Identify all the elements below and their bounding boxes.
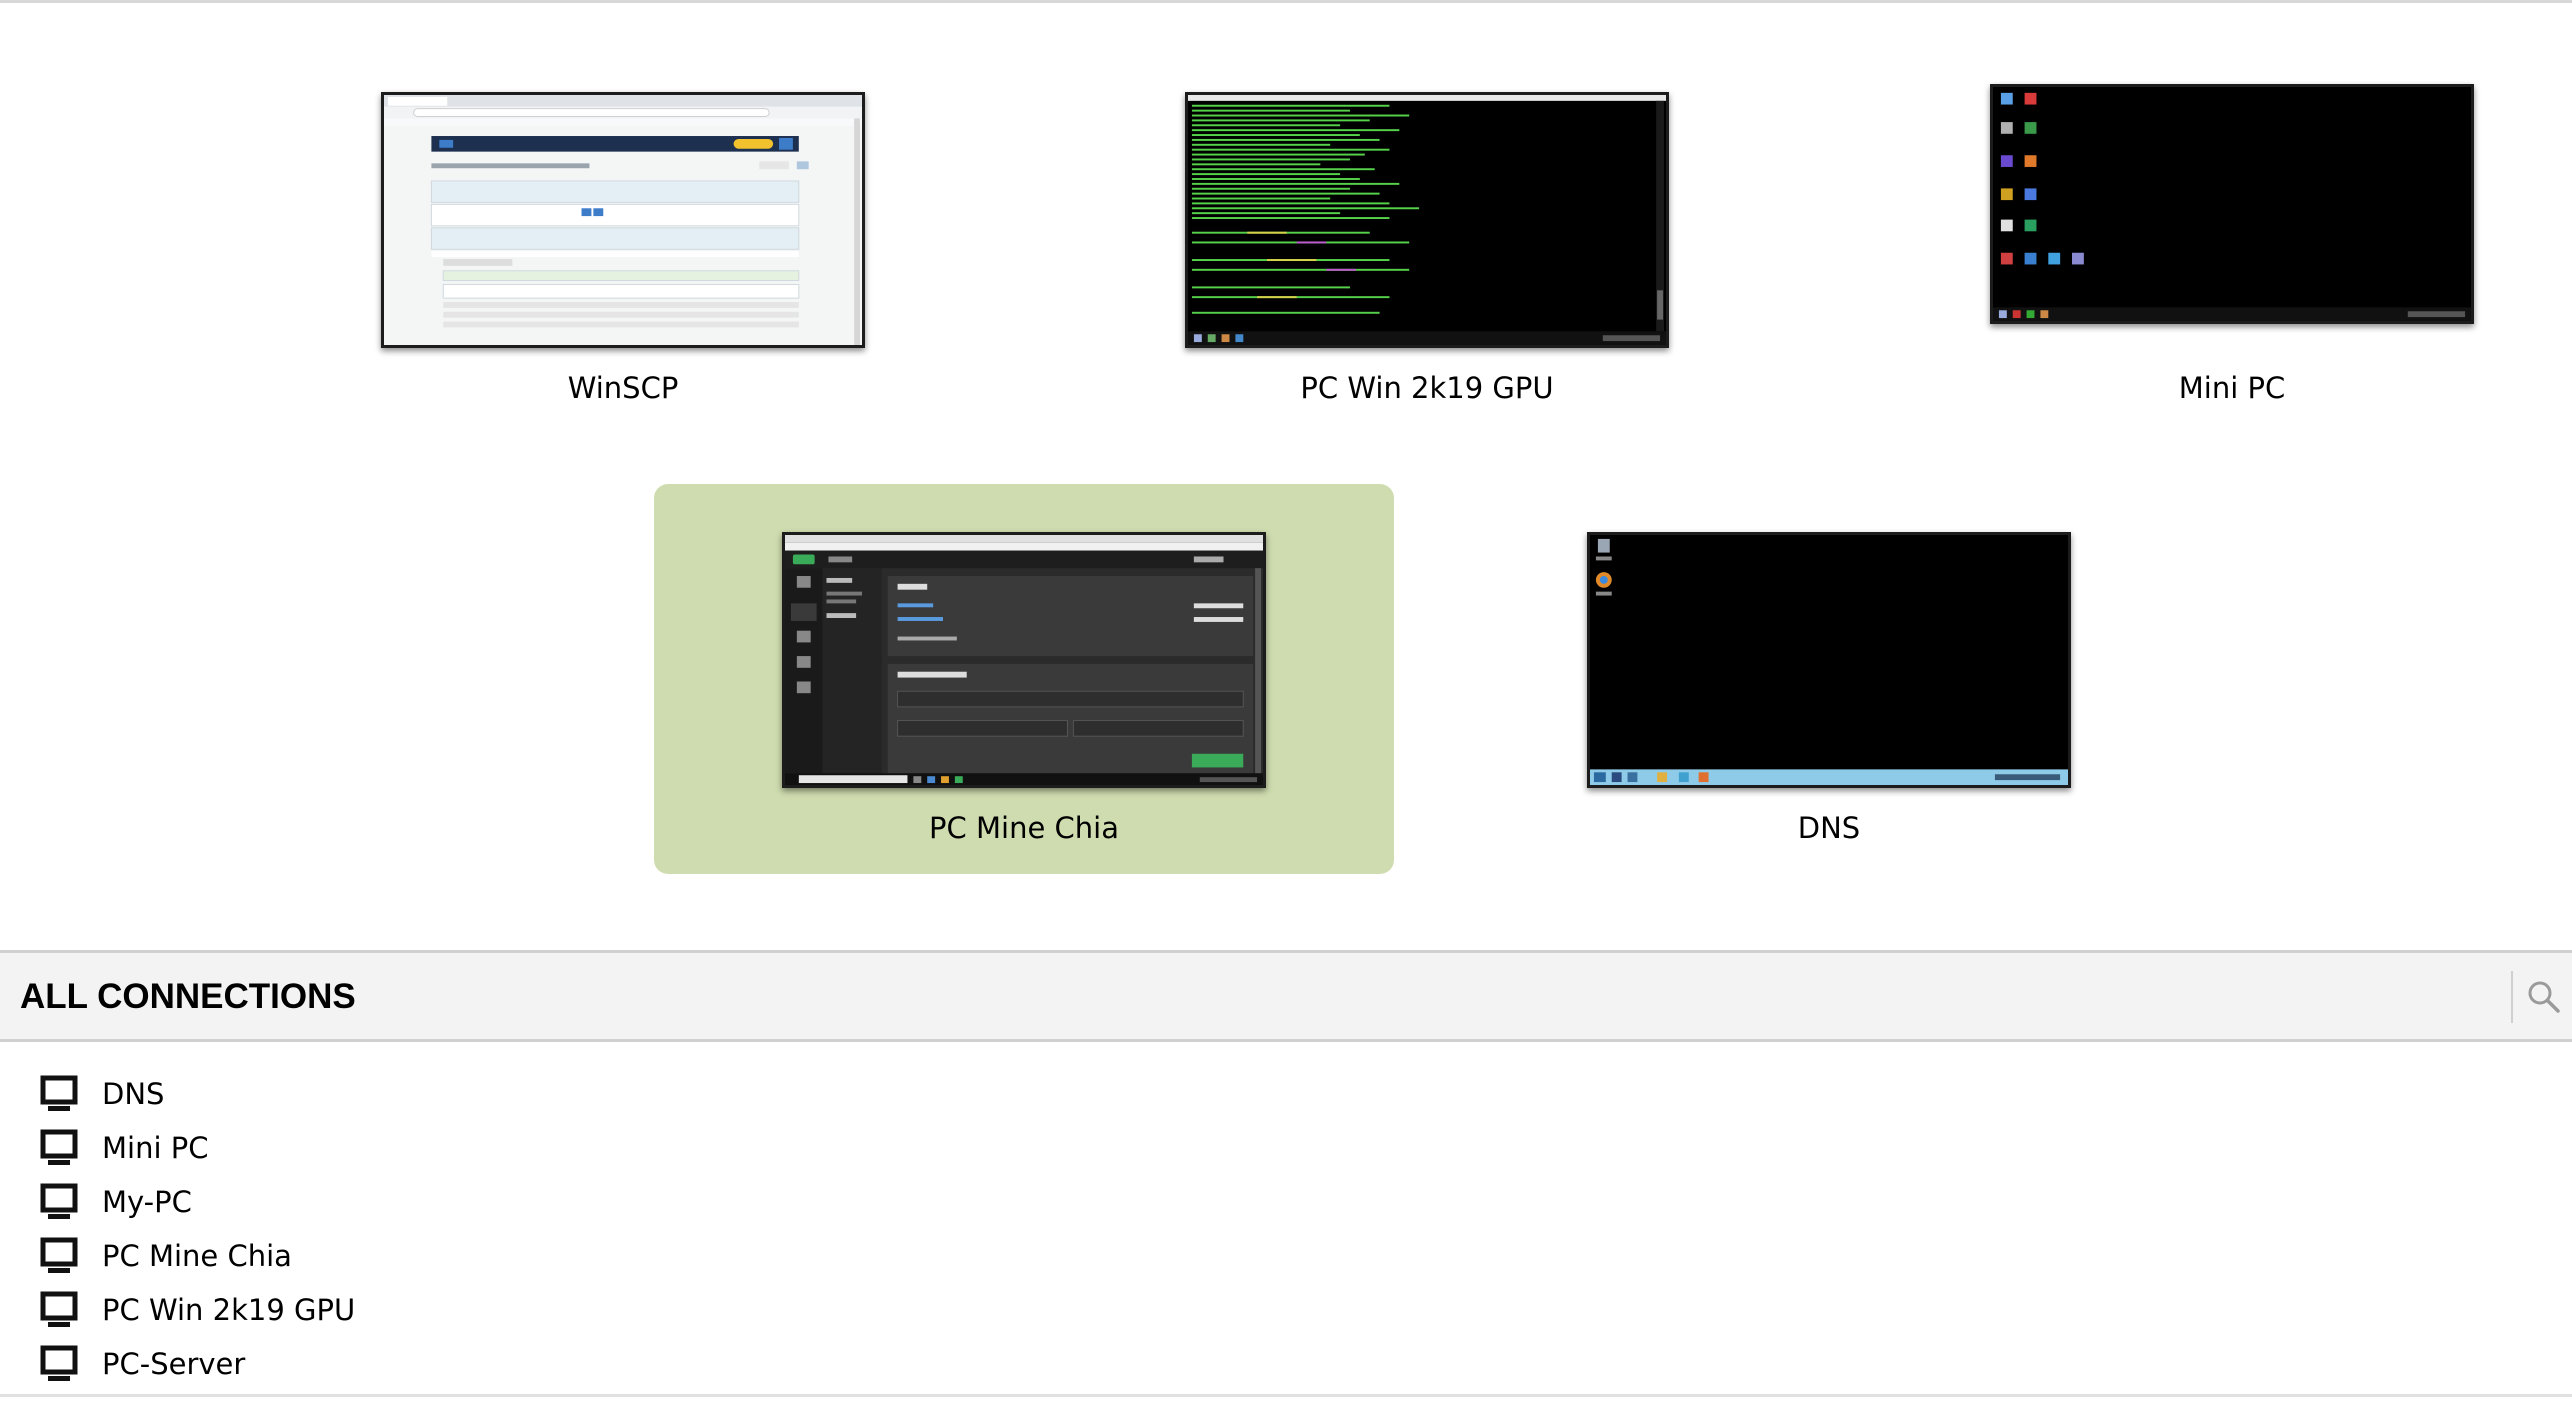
connection-name: PC Win 2k19 GPU xyxy=(102,1293,356,1327)
connection-thumbnail xyxy=(381,92,865,348)
connection-thumbnail xyxy=(782,532,1266,788)
connection-name: PC Mine Chia xyxy=(102,1239,292,1273)
connection-name: PC-Server xyxy=(102,1347,246,1381)
connection-name: DNS xyxy=(102,1077,165,1111)
desktop-computer-icon xyxy=(40,1075,78,1111)
connection-item-mini-pc[interactable]: Mini PC xyxy=(40,1124,640,1172)
all-connections-header: ALL CONNECTIONS xyxy=(0,950,2572,1042)
recent-connection-dns[interactable]: DNS xyxy=(1459,484,2199,874)
section-title: ALL CONNECTIONS xyxy=(20,977,356,1016)
recent-connection-pc-mine-chia[interactable]: PC Mine Chia xyxy=(654,484,1394,874)
desktop-computer-icon xyxy=(40,1345,78,1381)
connection-thumbnail xyxy=(1587,532,2071,788)
desktop-computer-icon xyxy=(40,1291,78,1327)
tile-label: PC Mine Chia xyxy=(929,811,1119,845)
desktop-computer-icon xyxy=(40,1129,78,1165)
recent-connection-mini-pc[interactable]: Mini PC xyxy=(1862,44,2572,434)
connection-thumbnail xyxy=(1185,92,1669,348)
desktop-computer-icon xyxy=(40,1237,78,1273)
search-divider xyxy=(2511,971,2513,1023)
connection-item-pc-server[interactable]: PC-Server xyxy=(40,1340,640,1388)
tile-label: PC Win 2k19 GPU xyxy=(1300,371,1554,405)
bottom-divider xyxy=(0,1394,2572,1397)
connection-item-pc-mine-chia[interactable]: PC Mine Chia xyxy=(40,1232,640,1280)
tile-label: Mini PC xyxy=(2178,371,2286,405)
recent-connection-winscp[interactable]: WinSCP xyxy=(253,44,993,434)
connection-item-dns[interactable]: DNS xyxy=(40,1070,640,1118)
desktop-computer-icon xyxy=(40,1183,78,1219)
connection-name: My-PC xyxy=(102,1185,192,1219)
search-icon[interactable] xyxy=(2524,977,2564,1017)
connection-name: Mini PC xyxy=(102,1131,209,1165)
tile-label: DNS xyxy=(1797,811,1861,845)
connection-item-pc-win-2k19-gpu[interactable]: PC Win 2k19 GPU xyxy=(40,1286,640,1334)
connection-thumbnail xyxy=(1990,84,2474,324)
connection-item-my-pc[interactable]: My-PC xyxy=(40,1178,640,1226)
top-divider xyxy=(0,0,2572,3)
recent-connection-pc-win-2k19-gpu[interactable]: PC Win 2k19 GPU xyxy=(1057,44,1797,434)
tile-label: WinSCP xyxy=(567,371,679,405)
